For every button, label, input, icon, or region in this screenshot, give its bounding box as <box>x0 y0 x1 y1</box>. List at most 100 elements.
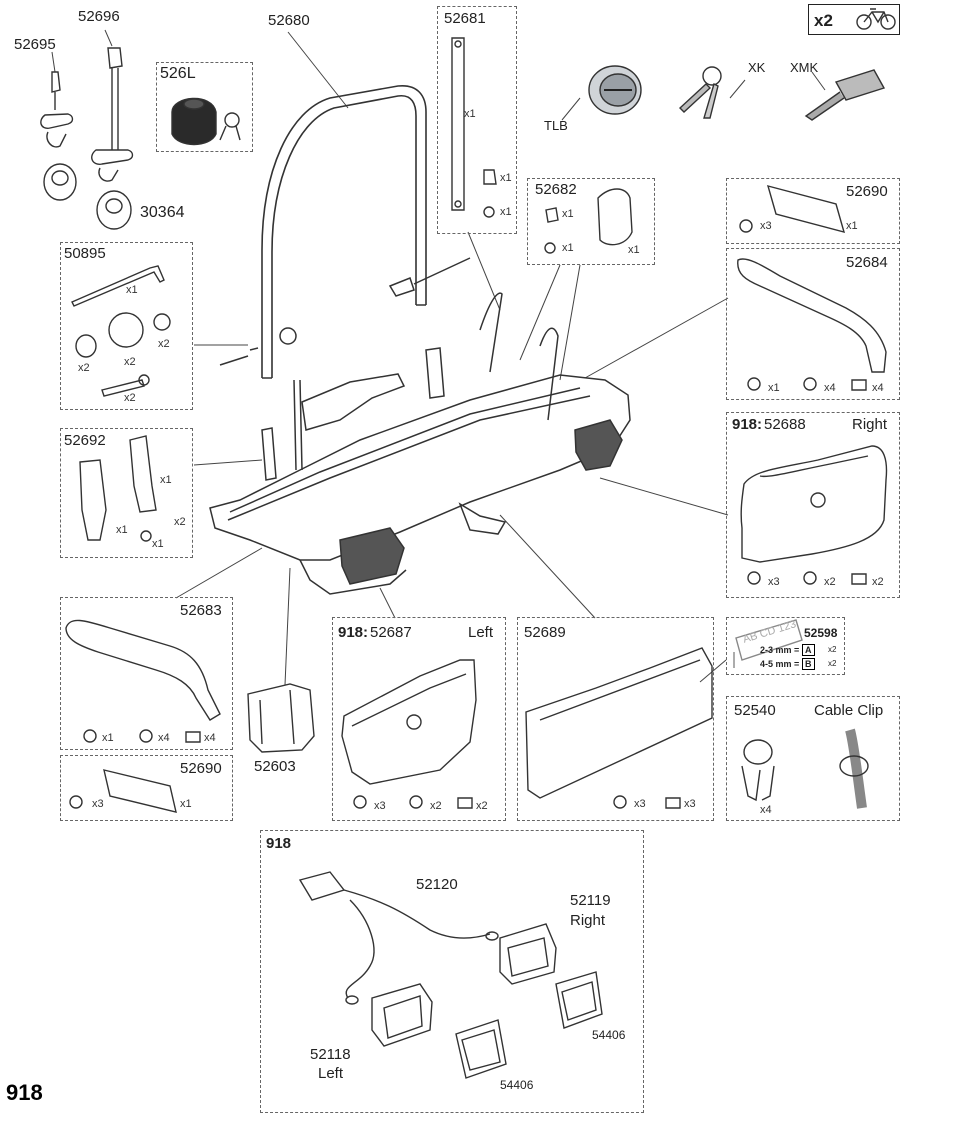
label-52692: 52692 <box>64 432 106 449</box>
box-wiring <box>260 830 644 1113</box>
qty: x2 <box>824 576 836 588</box>
box-52682 <box>527 178 655 265</box>
pad-52682-art <box>544 188 633 254</box>
qty: x1 <box>562 242 574 254</box>
label-52598: 52598 <box>804 626 838 640</box>
carrier-body-art <box>209 257 631 595</box>
qty: x1 <box>846 220 858 232</box>
label-52696: 52696 <box>78 8 120 25</box>
spacer-a-code: A <box>802 644 815 656</box>
label-52689: 52689 <box>524 624 566 641</box>
label-cable-clip: Cable Clip <box>814 702 884 719</box>
label-52119-side: Right <box>570 912 606 929</box>
qty: x2 <box>158 338 170 350</box>
qty: x4 <box>760 804 772 816</box>
plate-52690-top-art <box>739 185 846 233</box>
qty: x2 <box>430 800 442 812</box>
label-52540: 52540 <box>734 702 776 719</box>
end-52688-art <box>740 445 888 585</box>
qty: x4 <box>872 382 884 394</box>
qty: x2 <box>124 392 136 404</box>
box-52681 <box>437 6 517 234</box>
cover-52603-art <box>247 683 315 753</box>
spacer-a-qty: x2 <box>828 645 837 654</box>
label-50895: 50895 <box>64 245 106 262</box>
box-52688 <box>726 412 900 598</box>
strap-52681-art <box>451 37 497 218</box>
box-52683 <box>60 597 233 750</box>
label-52695: 52695 <box>14 36 56 53</box>
qty: x3 <box>760 220 772 232</box>
lock-cylinder-art <box>588 65 642 115</box>
keys-xk-art <box>678 66 722 119</box>
label-54406-left: 54406 <box>500 1078 534 1092</box>
label-tlb: TLB <box>544 118 568 133</box>
spacer-b-text: 4-5 mm = <box>760 659 800 669</box>
label-52119: 52119 <box>570 892 611 909</box>
qty: x1 <box>562 208 574 220</box>
qty: x1 <box>500 172 512 184</box>
qty: x3 <box>684 798 696 810</box>
label-52118-side: Left <box>318 1065 344 1082</box>
qty: x2 <box>476 800 488 812</box>
label-xmk: XMK <box>790 60 819 75</box>
qty: x3 <box>768 576 780 588</box>
label-52683: 52683 <box>180 602 222 619</box>
label-52688-side: Right <box>852 416 888 433</box>
qty: x1 <box>464 108 476 120</box>
label-wiring-918: 918 <box>266 835 292 852</box>
kit-50895-art <box>71 265 171 397</box>
rail-52683-art <box>65 619 221 743</box>
qty: x4 <box>158 732 170 744</box>
label-52682: 52682 <box>535 181 577 198</box>
label-52603: 52603 <box>254 758 296 775</box>
box-bike-badge <box>808 4 900 35</box>
label-xk: XK <box>748 60 766 75</box>
plate-spacer-52598-art <box>733 619 803 668</box>
box-52690-bottom <box>60 755 233 821</box>
long-arm-52696-art <box>91 47 134 230</box>
spacer-b-qty: x2 <box>828 659 837 668</box>
key-xmk-art <box>804 69 886 121</box>
rail-52684-art <box>737 258 887 391</box>
qty: x2 <box>78 362 90 374</box>
label-52687: 52687 <box>370 624 412 641</box>
box-50895 <box>60 242 193 410</box>
label-30364: 30364 <box>140 204 185 221</box>
bike-count: x2 <box>814 11 833 30</box>
qty: x1 <box>116 524 128 536</box>
box-52692 <box>60 428 193 558</box>
qty: x2 <box>872 576 884 588</box>
qty: x1 <box>152 538 164 550</box>
qty: x1 <box>102 732 114 744</box>
qty: x4 <box>824 382 836 394</box>
bracket-52692-art <box>79 435 157 542</box>
qty: x3 <box>92 798 104 810</box>
hoop-52680-art <box>261 85 427 379</box>
label-52688: 52688 <box>764 416 806 433</box>
qty: x2 <box>174 516 186 528</box>
label-52690-bottom: 52690 <box>180 760 222 777</box>
label-52118: 52118 <box>310 1046 351 1063</box>
plate-52690-bottom-art <box>69 769 177 813</box>
qty: x1 <box>628 244 640 256</box>
spacer-b-code: B <box>802 658 815 670</box>
box-52684 <box>726 248 900 400</box>
label-52681: 52681 <box>444 10 486 27</box>
label-52684: 52684 <box>846 254 888 271</box>
lock-knob-526l-art <box>171 97 241 146</box>
clamp-52695-art <box>40 71 77 201</box>
qty: x1 <box>126 284 138 296</box>
wiring-art <box>298 871 603 1079</box>
box-52540 <box>726 696 900 821</box>
box-52687 <box>332 617 506 821</box>
label-52687-side: Left <box>468 624 494 641</box>
qty: x3 <box>634 798 646 810</box>
qty: x3 <box>374 800 386 812</box>
qty: x1 <box>160 474 172 486</box>
bicycle-icon <box>856 8 896 30</box>
label-54406-right: 54406 <box>592 1028 626 1042</box>
qty: x1 <box>180 798 192 810</box>
label-52687-prefix: 918: <box>338 624 369 641</box>
